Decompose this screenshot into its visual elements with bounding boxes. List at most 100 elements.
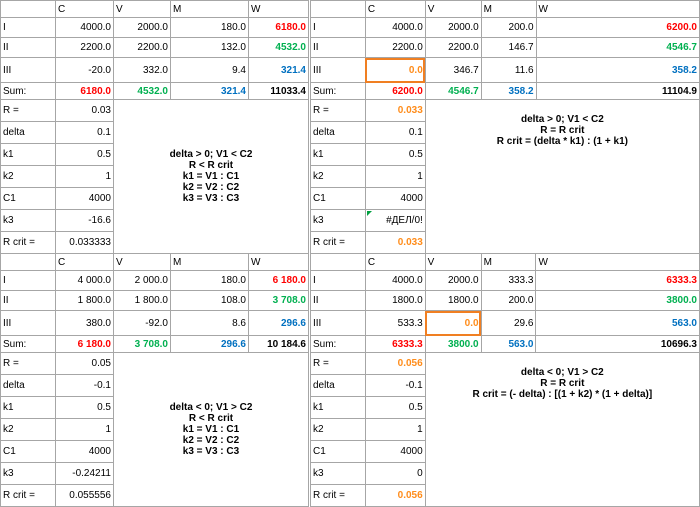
param-value[interactable]: 0.056 <box>364 352 426 375</box>
header-cell[interactable]: C <box>55 0 114 18</box>
param-value[interactable]: 0.05 <box>55 352 114 375</box>
param-label[interactable]: R = <box>310 352 366 375</box>
header-cell[interactable] <box>0 0 56 18</box>
param-label[interactable]: k3 <box>0 209 56 232</box>
header-cell[interactable] <box>0 253 56 271</box>
param-label[interactable]: k3 <box>310 209 366 232</box>
cell[interactable]: 6333.3 <box>535 270 700 291</box>
param-label[interactable]: R crit = <box>0 231 56 254</box>
param-value[interactable]: 0.056 <box>364 484 426 507</box>
error-cell[interactable]: #ДЕЛ/0! <box>364 209 426 232</box>
cell[interactable]: 3 708.0 <box>113 335 171 353</box>
param-label[interactable]: k3 <box>310 462 366 485</box>
cell[interactable]: 3800.0 <box>535 290 700 311</box>
row-label[interactable]: I <box>0 270 56 291</box>
param-value[interactable]: 0.5 <box>55 143 114 166</box>
cell[interactable]: 1800.0 <box>424 290 482 311</box>
row-label[interactable]: Sum: <box>0 82 56 100</box>
param-value[interactable]: 0.033 <box>364 231 426 254</box>
header-cell[interactable]: M <box>480 0 537 18</box>
selected-cell[interactable]: 0.0 <box>364 57 426 83</box>
cell[interactable]: 296.6 <box>170 335 249 353</box>
header-cell[interactable]: V <box>424 0 482 18</box>
param-label[interactable]: delta <box>310 121 366 144</box>
param-label[interactable]: k1 <box>0 143 56 166</box>
param-value[interactable]: 1 <box>55 418 114 441</box>
param-label[interactable]: C1 <box>310 187 366 210</box>
param-label[interactable]: delta <box>0 374 56 397</box>
row-label[interactable]: I <box>310 17 366 38</box>
param-value[interactable]: 0.033 <box>364 99 426 122</box>
param-value[interactable]: 0.1 <box>55 121 114 144</box>
param-value[interactable]: -16.6 <box>55 209 114 232</box>
param-value[interactable]: 0.03 <box>55 99 114 122</box>
cell[interactable]: 10696.3 <box>535 335 700 353</box>
param-value[interactable]: 0 <box>364 462 426 485</box>
header-cell[interactable]: W <box>535 253 700 271</box>
param-value[interactable]: 0.033333 <box>55 231 114 254</box>
row-label[interactable]: Sum: <box>310 335 366 353</box>
param-value[interactable]: 4000 <box>364 440 426 463</box>
header-cell[interactable]: V <box>113 253 171 271</box>
param-value[interactable]: 4000 <box>364 187 426 210</box>
param-label[interactable]: R crit = <box>0 484 56 507</box>
param-value[interactable]: 1 <box>364 165 426 188</box>
cell[interactable]: 6180.0 <box>248 17 309 38</box>
cell[interactable]: 200.0 <box>480 17 537 38</box>
cell[interactable]: 333.3 <box>480 270 537 291</box>
param-value[interactable]: -0.24211 <box>55 462 114 485</box>
param-value[interactable]: 0.5 <box>55 396 114 419</box>
param-value[interactable]: 0.055556 <box>55 484 114 507</box>
header-cell[interactable]: C <box>364 0 426 18</box>
cell[interactable]: 296.6 <box>248 310 309 336</box>
param-label[interactable]: k1 <box>310 143 366 166</box>
param-label[interactable]: k2 <box>310 165 366 188</box>
cell[interactable]: 3800.0 <box>424 335 482 353</box>
header-cell[interactable]: V <box>424 253 482 271</box>
cell[interactable]: 2200.0 <box>364 37 426 58</box>
cell[interactable]: 108.0 <box>170 290 249 311</box>
param-label[interactable]: C1 <box>0 187 56 210</box>
row-label[interactable]: III <box>0 310 56 336</box>
header-cell[interactable]: M <box>480 253 537 271</box>
cell[interactable]: 380.0 <box>55 310 114 336</box>
cell[interactable]: 358.2 <box>535 57 700 83</box>
param-value[interactable]: 1 <box>55 165 114 188</box>
cell[interactable]: 200.0 <box>480 290 537 311</box>
selected-cell[interactable]: 0.0 <box>424 310 482 336</box>
row-label[interactable]: III <box>310 57 366 83</box>
param-label[interactable]: R = <box>0 99 56 122</box>
cell[interactable]: 4000.0 <box>364 17 426 38</box>
row-label[interactable]: II <box>310 37 366 58</box>
cell[interactable]: 2 000.0 <box>113 270 171 291</box>
cell[interactable]: 4532.0 <box>248 37 309 58</box>
param-label[interactable]: R crit = <box>310 231 366 254</box>
param-value[interactable]: -0.1 <box>55 374 114 397</box>
header-cell[interactable] <box>310 253 366 271</box>
row-label[interactable]: III <box>0 57 56 83</box>
cell[interactable]: 132.0 <box>170 37 249 58</box>
param-label[interactable]: delta <box>0 121 56 144</box>
cell[interactable]: 563.0 <box>535 310 700 336</box>
cell[interactable]: -92.0 <box>113 310 171 336</box>
param-label[interactable]: R = <box>0 352 56 375</box>
cell[interactable]: 1800.0 <box>364 290 426 311</box>
cell[interactable]: 6 180.0 <box>248 270 309 291</box>
param-value[interactable]: -0.1 <box>364 374 426 397</box>
param-label[interactable]: C1 <box>310 440 366 463</box>
cell[interactable]: 11033.4 <box>248 82 309 100</box>
param-label[interactable]: R crit = <box>310 484 366 507</box>
cell[interactable]: 563.0 <box>480 335 537 353</box>
cell[interactable]: 6200.0 <box>364 82 426 100</box>
header-cell[interactable]: W <box>248 253 309 271</box>
header-cell[interactable]: C <box>55 253 114 271</box>
cell[interactable]: 6333.3 <box>364 335 426 353</box>
cell[interactable]: 2200.0 <box>113 37 171 58</box>
param-value[interactable]: 4000 <box>55 187 114 210</box>
param-label[interactable]: delta <box>310 374 366 397</box>
cell[interactable]: 8.6 <box>170 310 249 336</box>
cell[interactable]: 4000.0 <box>364 270 426 291</box>
cell[interactable]: 533.3 <box>364 310 426 336</box>
cell[interactable]: 1 800.0 <box>113 290 171 311</box>
header-cell[interactable] <box>310 0 366 18</box>
